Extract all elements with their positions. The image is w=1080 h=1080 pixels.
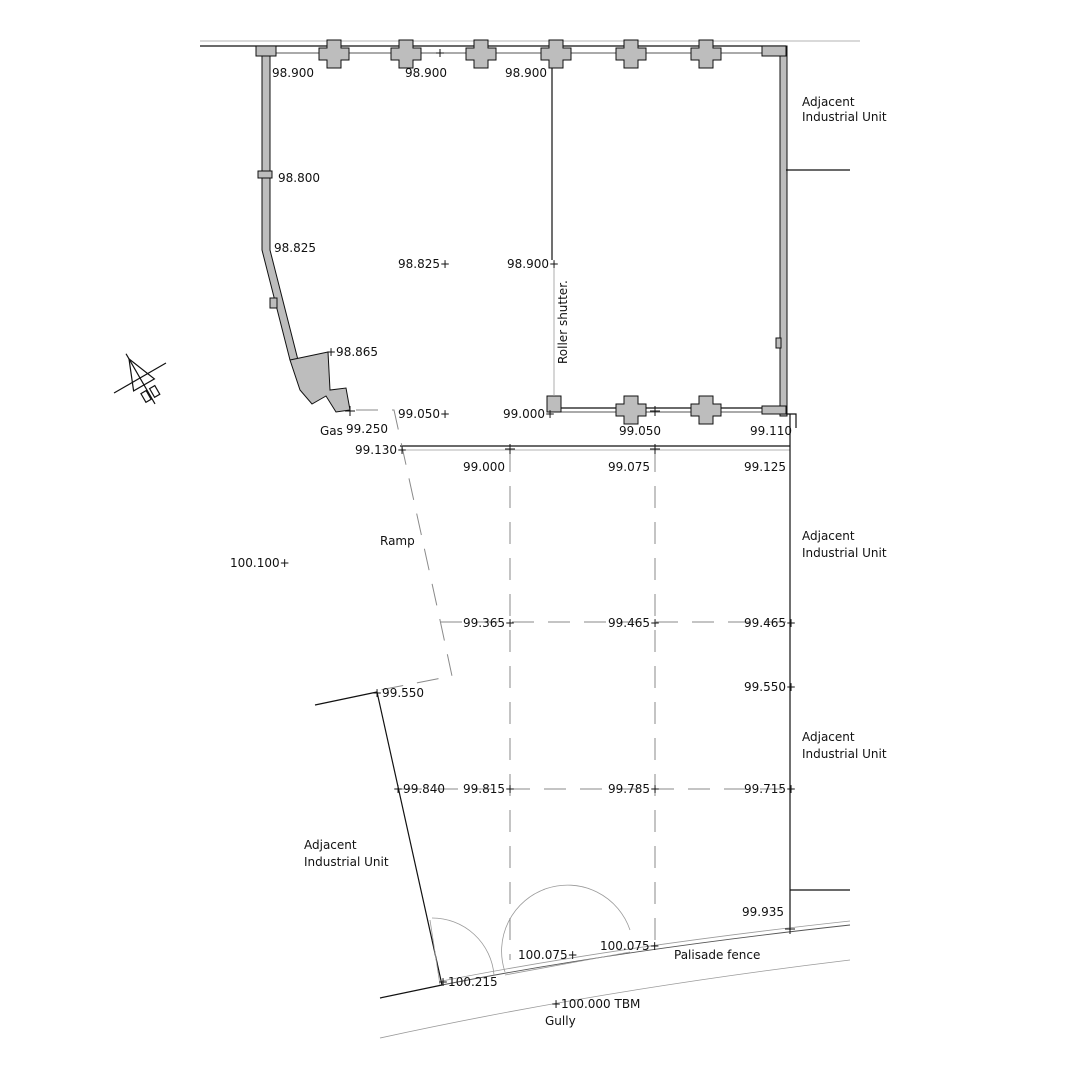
spot-level-labels: 98.900 98.900 98.900 98.800 98.825 98.82… bbox=[230, 66, 796, 1011]
survey-grid bbox=[400, 450, 790, 960]
spot-level: 98.900 bbox=[505, 66, 547, 80]
spot-level: 100.075+ bbox=[600, 939, 660, 953]
spot-level: +100.215 bbox=[438, 975, 498, 989]
palisade-fence-label: Palisade fence bbox=[674, 948, 760, 962]
spot-level: 98.900+ bbox=[507, 257, 559, 271]
gas-label: Gas bbox=[320, 424, 343, 438]
adjacent-unit-label: Industrial Unit bbox=[802, 546, 887, 560]
spot-level: 99.715+ bbox=[744, 782, 796, 796]
spot-level: 98.825+ bbox=[398, 257, 450, 271]
spot-level: 99.000+ bbox=[503, 407, 555, 421]
spot-level: 99.465+ bbox=[744, 616, 796, 630]
spot-level: 99.110 bbox=[750, 424, 792, 438]
adjacent-unit-label: Adjacent bbox=[802, 529, 855, 543]
spot-level: 98.900 bbox=[272, 66, 314, 80]
gully-label: Gully bbox=[545, 1014, 576, 1028]
spot-level: 99.125 bbox=[744, 460, 786, 474]
spot-level: 100.100+ bbox=[230, 556, 290, 570]
spot-level: 99.050 bbox=[619, 424, 661, 438]
spot-level: 99.815+ bbox=[463, 782, 515, 796]
spot-level: 99.785+ bbox=[608, 782, 660, 796]
spot-level: 99.250 bbox=[346, 422, 388, 436]
adjacent-unit-label: Industrial Unit bbox=[802, 110, 887, 124]
spot-level: 99.935 bbox=[742, 905, 784, 919]
spot-level: 99.000 bbox=[463, 460, 505, 474]
spot-level: +99.550 bbox=[372, 686, 424, 700]
adjacent-unit-label: Adjacent bbox=[304, 838, 357, 852]
level-markers bbox=[345, 49, 795, 934]
spot-level: +100.000 TBM bbox=[551, 997, 640, 1011]
spot-level: 98.800 bbox=[278, 171, 320, 185]
spot-level: 98.825 bbox=[274, 241, 316, 255]
spot-level: 99.075 bbox=[608, 460, 650, 474]
spot-level: 99.365+ bbox=[463, 616, 515, 630]
spot-level: +98.865 bbox=[326, 345, 378, 359]
roller-shutter-label: Roller shutter. bbox=[556, 280, 570, 364]
north-arrow-icon bbox=[113, 353, 167, 405]
adjacent-unit-label: Adjacent bbox=[802, 730, 855, 744]
spot-level: 98.900 bbox=[405, 66, 447, 80]
spot-level: +99.840 bbox=[393, 782, 445, 796]
adjacent-unit-label: Industrial Unit bbox=[304, 855, 389, 869]
structural-columns bbox=[318, 39, 722, 425]
annotation-labels: Adjacent Industrial Unit Adjacent Indust… bbox=[304, 95, 887, 1028]
building-walls bbox=[200, 40, 860, 428]
spot-level: 99.465+ bbox=[608, 616, 660, 630]
spot-level: 100.075+ bbox=[518, 948, 578, 962]
ramp-label: Ramp bbox=[380, 534, 415, 548]
adjacent-unit-label: Adjacent bbox=[802, 95, 855, 109]
spot-level: 99.130+ bbox=[355, 443, 407, 457]
adjacent-unit-label: Industrial Unit bbox=[802, 747, 887, 761]
site-boundaries bbox=[314, 409, 851, 1039]
spot-level: 99.550+ bbox=[744, 680, 796, 694]
spot-level: 99.050+ bbox=[398, 407, 450, 421]
